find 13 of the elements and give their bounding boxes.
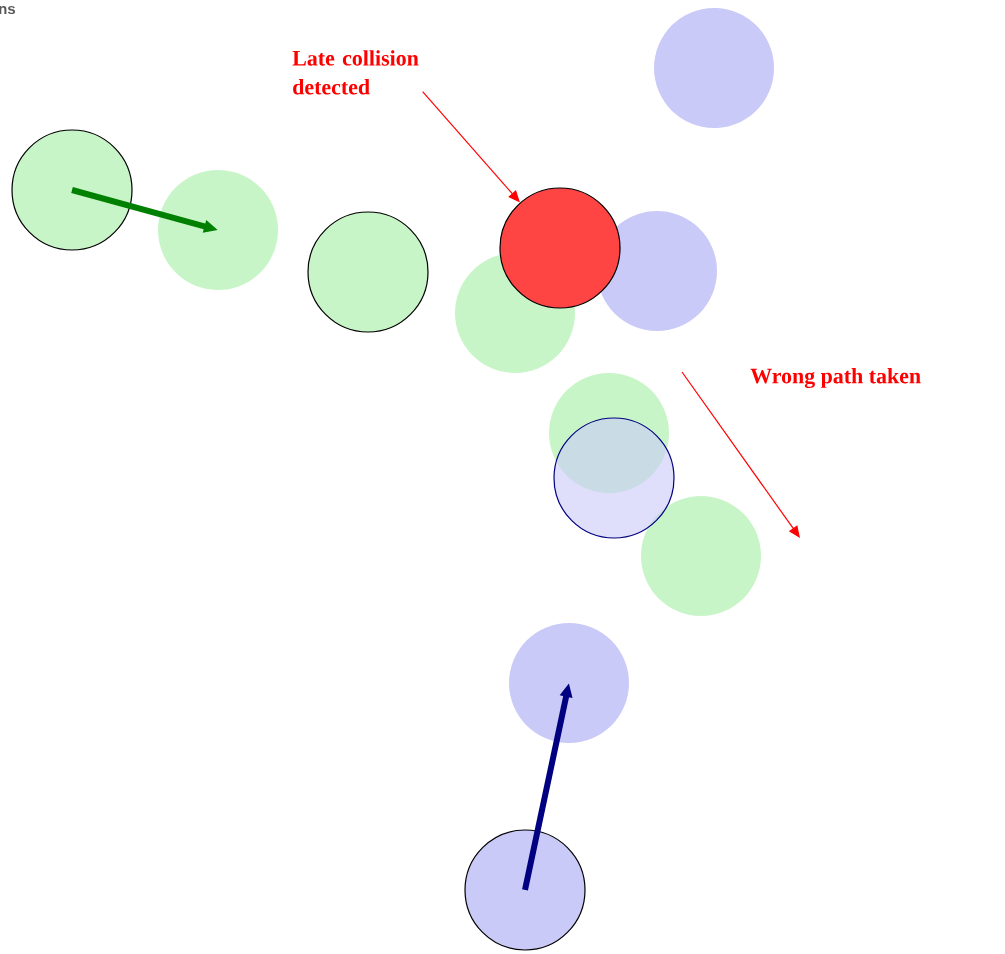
callout-text: Late collision detected: [292, 50, 419, 95]
circle: [158, 170, 278, 290]
circle: [464, 829, 586, 951]
circle: [553, 417, 675, 539]
circle: [11, 129, 133, 251]
circle: [509, 623, 629, 743]
cropped-text: ns: [0, 5, 16, 15]
circle: [654, 8, 774, 128]
circle: [549, 373, 669, 493]
circle: [307, 211, 429, 333]
circle: [499, 187, 621, 309]
annotation-text: Wrong path taken: [750, 368, 921, 389]
circle: [641, 496, 761, 616]
